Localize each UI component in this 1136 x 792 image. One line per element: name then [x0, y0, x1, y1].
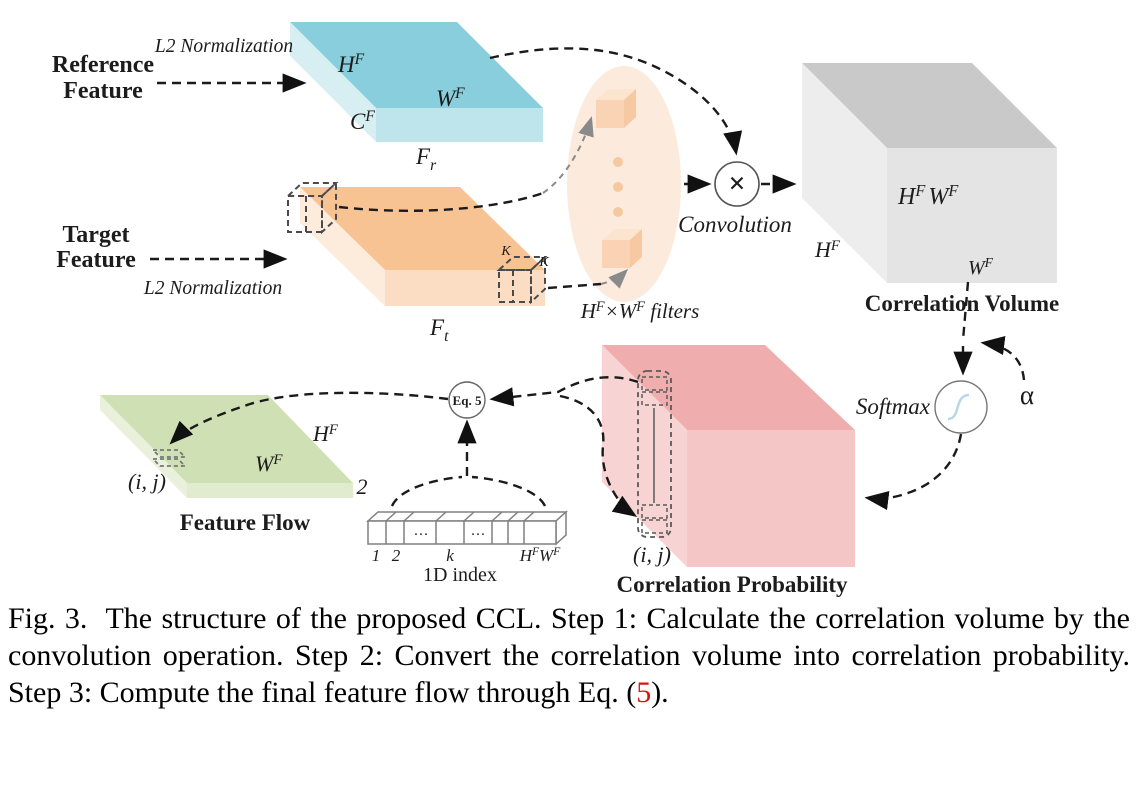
flow-top-face: [100, 395, 353, 483]
caption-suffix: ).: [651, 676, 669, 709]
arrow-softmax-to-probability: [864, 433, 963, 511]
label-filters: HF×WF filters: [580, 299, 700, 323]
label-volume-h: HF: [814, 237, 841, 262]
probability-column: [637, 370, 672, 538]
label-reference-feature-line1: Reference: [52, 52, 155, 78]
label-target-feature-line2: Feature: [56, 247, 136, 273]
line-patch-to-filters: [338, 191, 544, 212]
eq5-node: [448, 381, 486, 419]
index-bar-dots-right: ···: [471, 527, 486, 543]
label-flow-channels: 2: [357, 474, 368, 499]
arrow-into-top-filter-cube: [542, 116, 594, 194]
softmax-node: [934, 380, 988, 434]
label-reference-channels: CF: [350, 108, 375, 134]
index-bar-dots-left: ···: [414, 527, 429, 543]
volume-side-face: [802, 63, 887, 283]
probability-front-face: [687, 430, 855, 567]
line-volume-to-junction: [961, 281, 970, 341]
reference-slab-top-face: [290, 22, 543, 108]
label-reference-tensor: Fr: [415, 144, 437, 174]
filter-cube-top: [596, 89, 636, 128]
flow-ij-marker: [150, 449, 188, 467]
label-index-2: 2: [392, 546, 401, 565]
label-probability-ij: (i, j): [633, 542, 671, 567]
label-softmax: Softmax: [856, 394, 931, 419]
flow-front-face: [187, 483, 353, 498]
label-reference-height: HF: [337, 51, 365, 77]
label-index-k: k: [446, 546, 454, 565]
label-flow-ij: (i, j): [128, 469, 166, 494]
line-indexbar-right-branch: [471, 475, 547, 507]
label-alpha: α: [1020, 380, 1034, 410]
arrow-eq5-to-feature-flow: [169, 391, 449, 445]
reference-slab-side-face: [290, 22, 376, 142]
label-feature-flow: Feature Flow: [180, 510, 311, 535]
equation-ref-number: 5: [636, 676, 652, 709]
arrow-reference-to-convolution: [489, 47, 743, 156]
label-index-1: 1: [372, 546, 381, 565]
convolution-times-icon: ×: [728, 167, 745, 200]
filter-cube-bottom: [602, 229, 642, 268]
caption-body: The structure of the proposed CCL. Step …: [8, 602, 1130, 709]
reference-slab-front-face: [376, 108, 543, 142]
label-volume-w: WF: [968, 255, 994, 279]
label-reference-width: WF: [436, 85, 465, 111]
index-bar: [366, 510, 568, 546]
label-correlation-probability: Correlation Probability: [616, 572, 848, 597]
arrow-column-to-eq5: [489, 376, 639, 407]
target-patch-cube-kxk: [496, 254, 548, 305]
correlation-volume-cube: [802, 63, 1057, 283]
label-reference-feature-line2: Feature: [63, 78, 143, 104]
filter-dots: [613, 157, 623, 217]
label-flow-h: HF: [312, 421, 339, 446]
probability-top-face: [602, 345, 855, 430]
flow-side-face: [100, 395, 187, 498]
label-target-feature-line1: Target: [62, 222, 129, 248]
label-1d-index: 1D index: [423, 564, 497, 586]
label-index-hw: HFWF: [519, 545, 562, 565]
label-convolution: Convolution: [678, 212, 792, 237]
label-eq5: Eq. 5: [453, 393, 482, 408]
line-indexbar-left-branch: [390, 475, 463, 507]
probability-side-face: [602, 345, 687, 567]
target-slab-top-face: [300, 187, 545, 270]
figure-caption: Fig. 3.The structure of the proposed CCL…: [8, 600, 1130, 711]
label-l2-normalization-top: L2 Normalization: [154, 36, 293, 57]
correlation-probability-cube: [602, 345, 855, 567]
feature-flow-slab: [100, 395, 353, 498]
target-slab-front-face: [385, 270, 545, 306]
label-l2-normalization-bottom: L2 Normalization: [143, 278, 282, 299]
label-kernel-k1: K: [500, 244, 511, 259]
target-patch-cube-topleft: [285, 180, 339, 235]
line-kpatch-to-filters: [547, 282, 602, 290]
arrow-into-bottom-filter-cube: [600, 268, 629, 289]
label-flow-w: WF: [255, 451, 283, 476]
label-kernel-k2: K: [538, 255, 549, 270]
filters-ellipse: [567, 66, 681, 302]
label-correlation-volume: Correlation Volume: [865, 291, 1059, 316]
label-target-tensor: Ft: [429, 315, 449, 345]
arrow-alpha-to-junction: [980, 336, 1026, 381]
ccl-structure-diagram: HF WF CF Fr Ft K K HF×WF filters: [52, 22, 1059, 597]
volume-front-face: [887, 148, 1057, 283]
reference-feature-slab: [290, 22, 543, 142]
sigmoid-curve-icon: [947, 393, 970, 421]
figure-number: Fig. 3.: [8, 602, 88, 635]
convolution-node: [714, 161, 760, 207]
